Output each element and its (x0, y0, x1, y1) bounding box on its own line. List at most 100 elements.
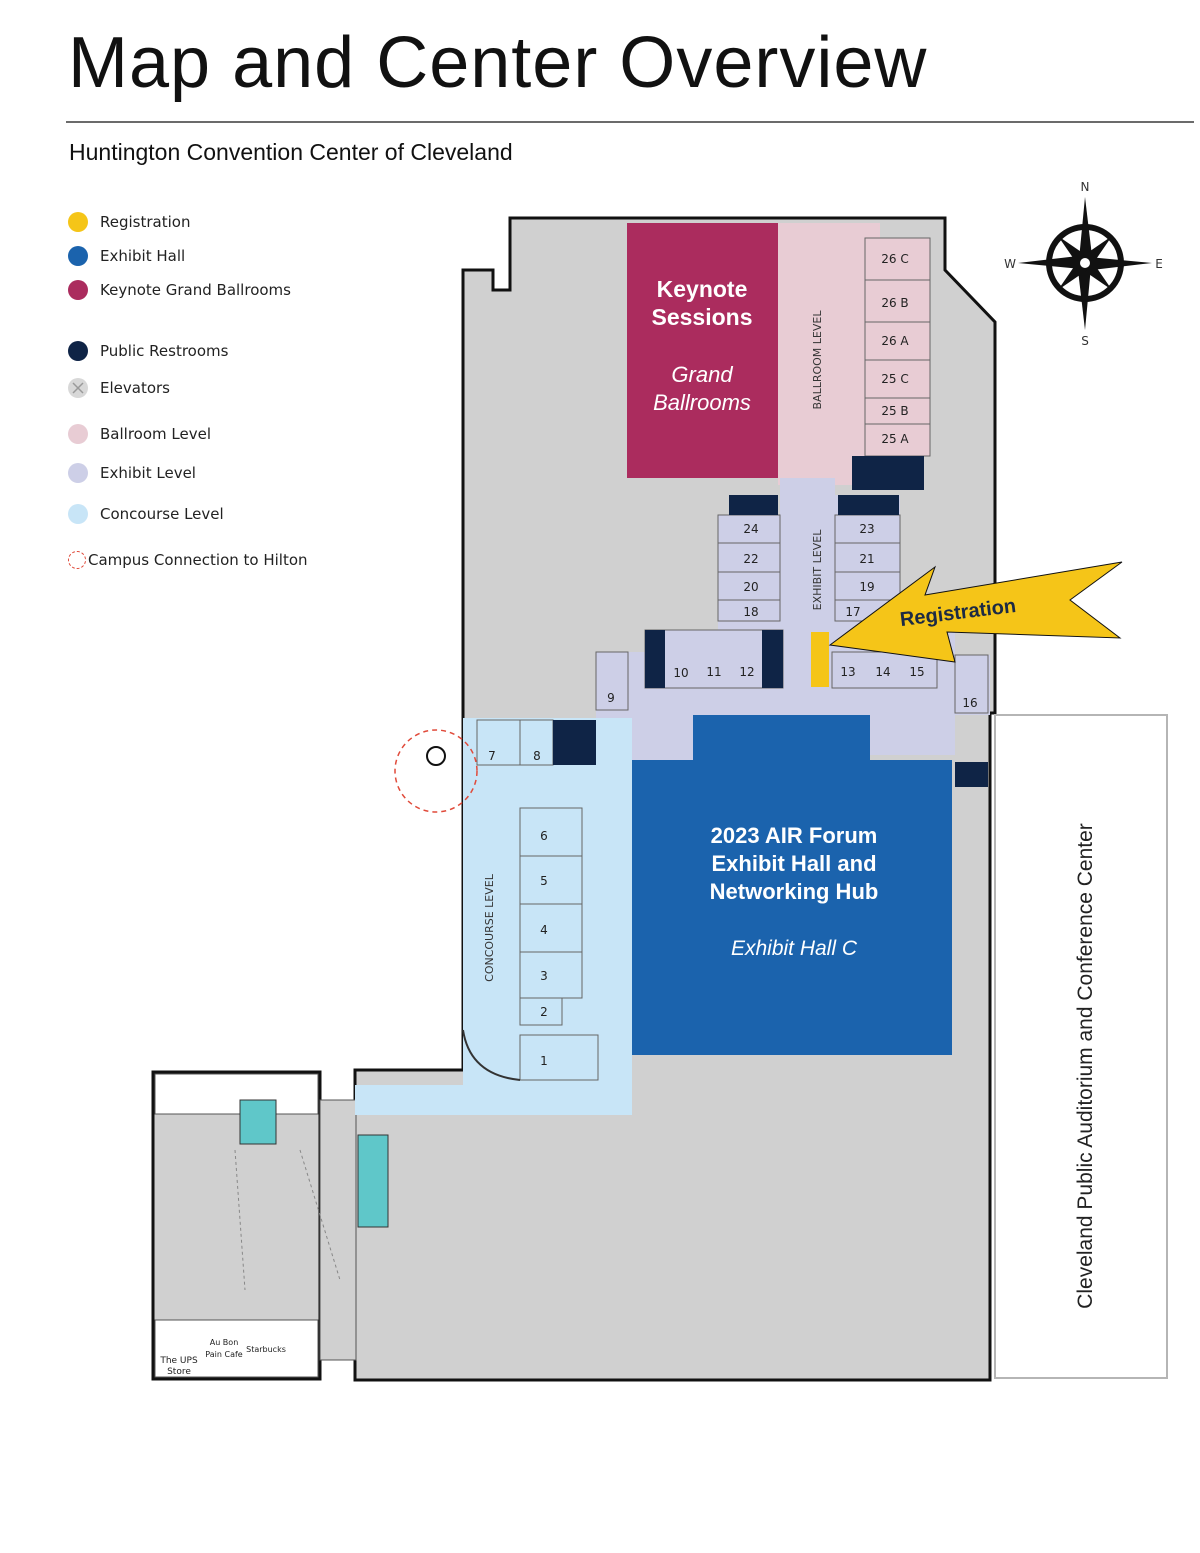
room-label-20: 20 (743, 580, 758, 594)
hilton-connection-point (426, 746, 446, 766)
registration-desk (811, 632, 829, 687)
room-label-17: 17 (845, 605, 860, 619)
hilton-connection-icon (68, 551, 86, 569)
hilton-connection-marker (394, 729, 478, 813)
room-label-26b: 26 B (881, 296, 908, 310)
room-label-25a: 25 A (881, 432, 909, 446)
room-label-6: 6 (540, 829, 548, 843)
room-label-1: 1 (540, 1054, 548, 1068)
legend-item-ballroom-level: Ballroom Level (68, 422, 211, 446)
ballroom-level-area (778, 223, 880, 485)
page-title: Map and Center Overview (68, 23, 928, 103)
room-label-15: 15 (909, 665, 924, 679)
concourse-room-1 (519, 1034, 599, 1081)
annex-storefronts (154, 1319, 319, 1378)
exhibit-level-label: EXHIBIT LEVEL (811, 529, 824, 611)
restroom-block (955, 762, 988, 787)
annex-stair (239, 1099, 277, 1145)
room-label-16: 16 (962, 696, 977, 710)
room-label-22: 22 (743, 552, 758, 566)
elevator-icon (68, 378, 88, 398)
concourse-level-label: CONCOURSE LEVEL (483, 873, 496, 982)
annex-back-of-house (154, 1073, 319, 1115)
room-9 (595, 651, 629, 711)
legend-label: Registration (100, 213, 191, 231)
restroom-block (762, 630, 783, 688)
room-label-26a: 26 A (881, 334, 909, 348)
concourse-room-2 (519, 997, 563, 1026)
ballroom-meeting-rooms (864, 237, 931, 457)
room-label-5: 5 (540, 874, 548, 888)
legend-label: Keynote Grand Ballrooms (100, 281, 291, 299)
auditorium-outline (994, 714, 1168, 1379)
room-label-26c: 26 C (881, 252, 908, 266)
restroom-swatch-icon (68, 341, 88, 361)
legend-item-restrooms: Public Restrooms (68, 339, 228, 363)
room-label-7: 7 (488, 749, 496, 763)
room-label-2: 2 (540, 1005, 548, 1019)
exhibit-sub: Exhibit Hall C (731, 937, 858, 960)
exhibit-level-swatch-icon (68, 463, 88, 483)
ups-store-line1: The UPS (159, 1356, 198, 1366)
room-label-9: 9 (607, 691, 615, 705)
exhibit-title-line3: Networking Hub (710, 879, 879, 904)
compass-east-label: E (1155, 257, 1163, 271)
registration-swatch-icon (68, 212, 88, 232)
auditorium-label: Cleveland Public Auditorium and Conferen… (1074, 823, 1097, 1309)
exhibit-rooms-southeast (831, 651, 938, 689)
legend-label: Exhibit Level (100, 464, 196, 482)
keynote-title-line1: Keynote (657, 276, 748, 302)
connector-stair (357, 1134, 389, 1228)
room-label-23: 23 (859, 522, 874, 536)
annex-wall-line (234, 1149, 246, 1291)
keynote-sub-line2: Ballrooms (653, 390, 751, 415)
room-label-18: 18 (743, 605, 758, 619)
restroom-block (553, 720, 596, 765)
keynote-title-line2: Sessions (652, 304, 753, 330)
restroom-block (645, 630, 665, 688)
legend-label: Ballroom Level (100, 425, 211, 443)
room-label-11: 11 (706, 665, 721, 679)
room-label-12: 12 (739, 665, 754, 679)
compass-rose: N S E W (1004, 180, 1163, 348)
exhibit-hall-c-top (693, 715, 870, 761)
room-label-10: 10 (673, 666, 688, 680)
legend-label: Concourse Level (100, 505, 224, 523)
compass-north-label: N (1081, 180, 1090, 194)
restroom-block (852, 456, 924, 490)
legend-label: Exhibit Hall (100, 247, 186, 265)
aubon-line2: Pain Cafe (205, 1350, 243, 1359)
exhibit-rooms-south (644, 629, 784, 689)
keynote-swatch-icon (68, 280, 88, 300)
room-label-19: 19 (859, 580, 874, 594)
ballroom-level-swatch-icon (68, 424, 88, 444)
room-label-8: 8 (533, 749, 541, 763)
room-label-25c: 25 C (881, 372, 908, 386)
legend-label: Campus Connection to Hilton (88, 551, 308, 569)
compass-west-label: W (1004, 257, 1016, 271)
concourse-room-7 (476, 719, 521, 766)
annex-connector (319, 1099, 357, 1361)
concourse-curved-wall (462, 1029, 521, 1081)
legend-item-keynote: Keynote Grand Ballrooms (68, 278, 291, 302)
ups-store-line2: Store (167, 1367, 191, 1377)
legend-label: Public Restrooms (100, 342, 229, 360)
legend-item-registration: Registration (68, 210, 190, 234)
room-label-13: 13 (840, 665, 855, 679)
concourse-room-block (519, 807, 583, 999)
exhibit-rooms-west (717, 514, 781, 622)
exhibit-title-line1: 2023 AIR Forum (711, 823, 878, 848)
starbucks-label: Starbucks (246, 1345, 286, 1354)
exhibit-title-line2: Exhibit Hall and (711, 851, 876, 876)
aubon-line1: Au Bon (210, 1338, 239, 1347)
keynote-sub-line1: Grand (671, 362, 733, 387)
keynote-ballrooms (627, 223, 778, 478)
room-label-21: 21 (859, 552, 874, 566)
compass-center (1080, 258, 1090, 268)
registration-arrow-shape (828, 561, 1123, 663)
annex-wall-line (299, 1149, 341, 1281)
restroom-block (838, 495, 899, 515)
title-divider (66, 121, 1194, 123)
restroom-block (729, 495, 778, 515)
legend-item-exhibit-hall: Exhibit Hall (68, 244, 185, 268)
